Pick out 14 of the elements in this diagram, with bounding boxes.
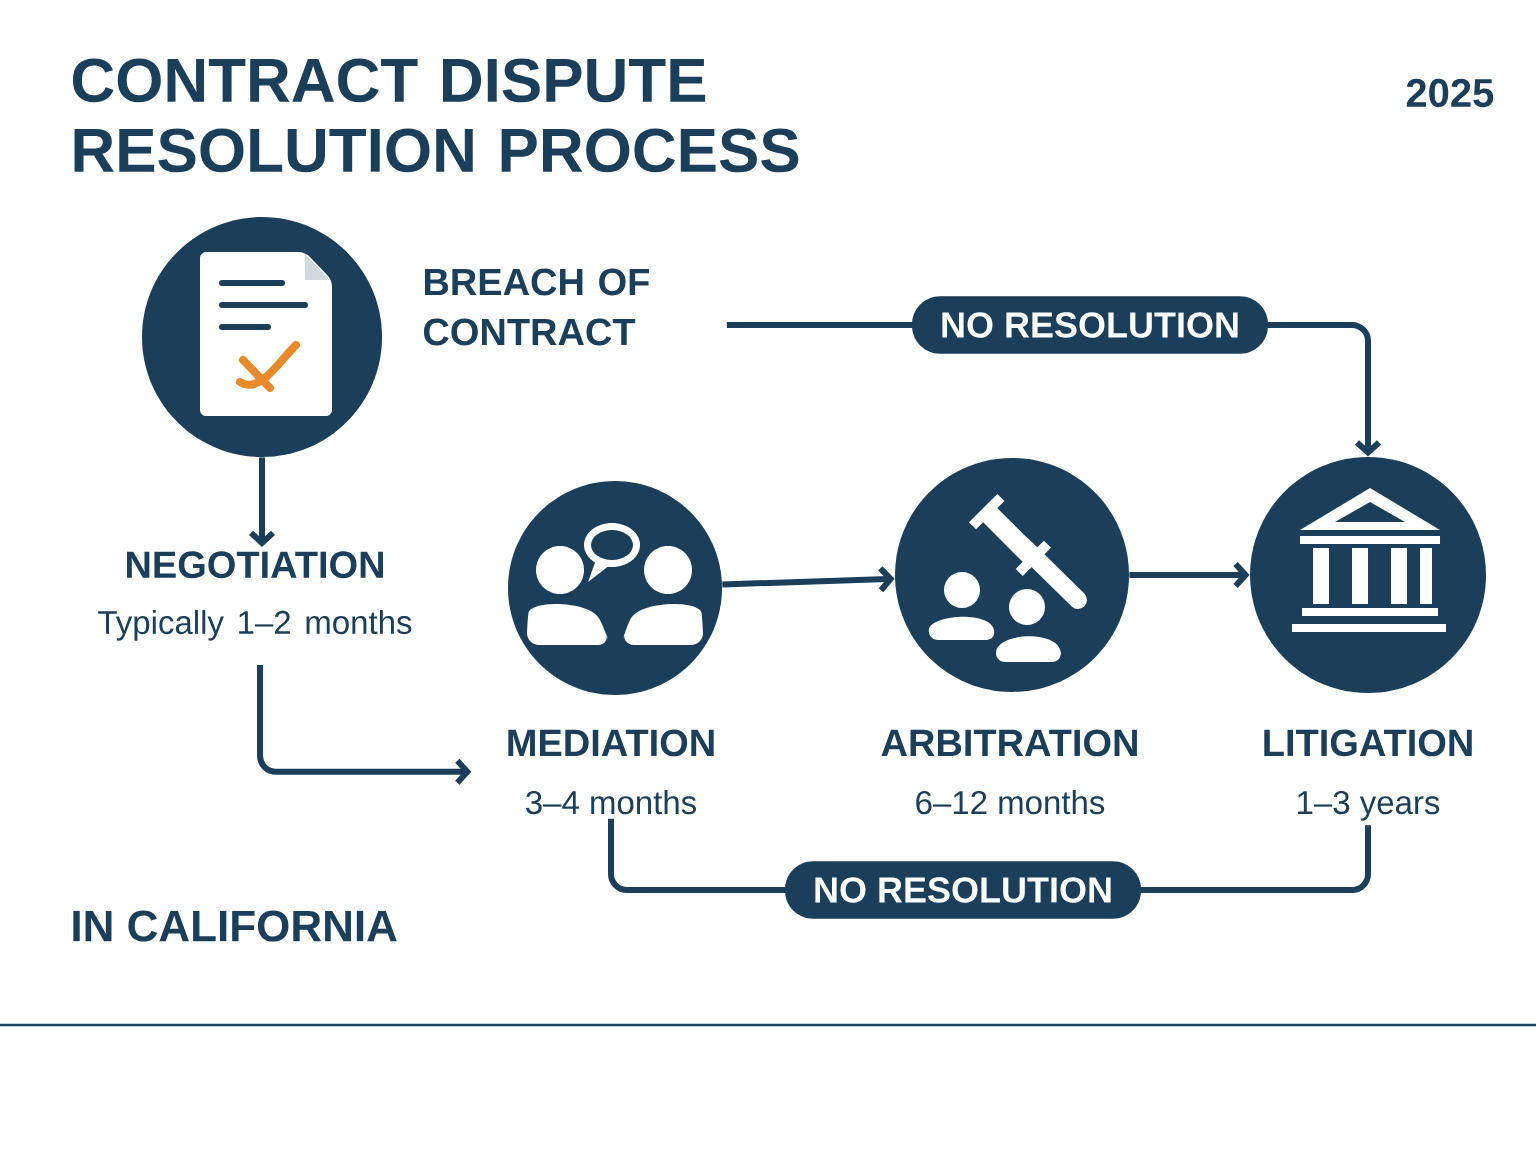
arrow xyxy=(257,665,472,785)
step-label: LITIGATION 1–3 years xyxy=(1264,729,1472,821)
step-label: NEGOTIATION Typically 1–2 months xyxy=(98,551,412,641)
step-label: BREACH OF CONTRACT xyxy=(424,268,649,346)
year-label: 2025 xyxy=(1406,78,1494,108)
region-label: IN CALIFORNIA xyxy=(73,910,397,942)
arrow xyxy=(249,457,276,547)
edge-label: NO RESOLUTION xyxy=(785,861,1141,919)
step-label: ARBITRATION 6–12 months xyxy=(881,729,1137,815)
arrow xyxy=(1129,561,1250,588)
edge-label: NO RESOLUTION xyxy=(912,296,1268,354)
title: CONTRACT DISPUTE RESOLUTION PROCESS xyxy=(72,58,799,173)
step-label: MEDIATION 3–4 months xyxy=(508,729,714,815)
arrow xyxy=(722,566,895,593)
